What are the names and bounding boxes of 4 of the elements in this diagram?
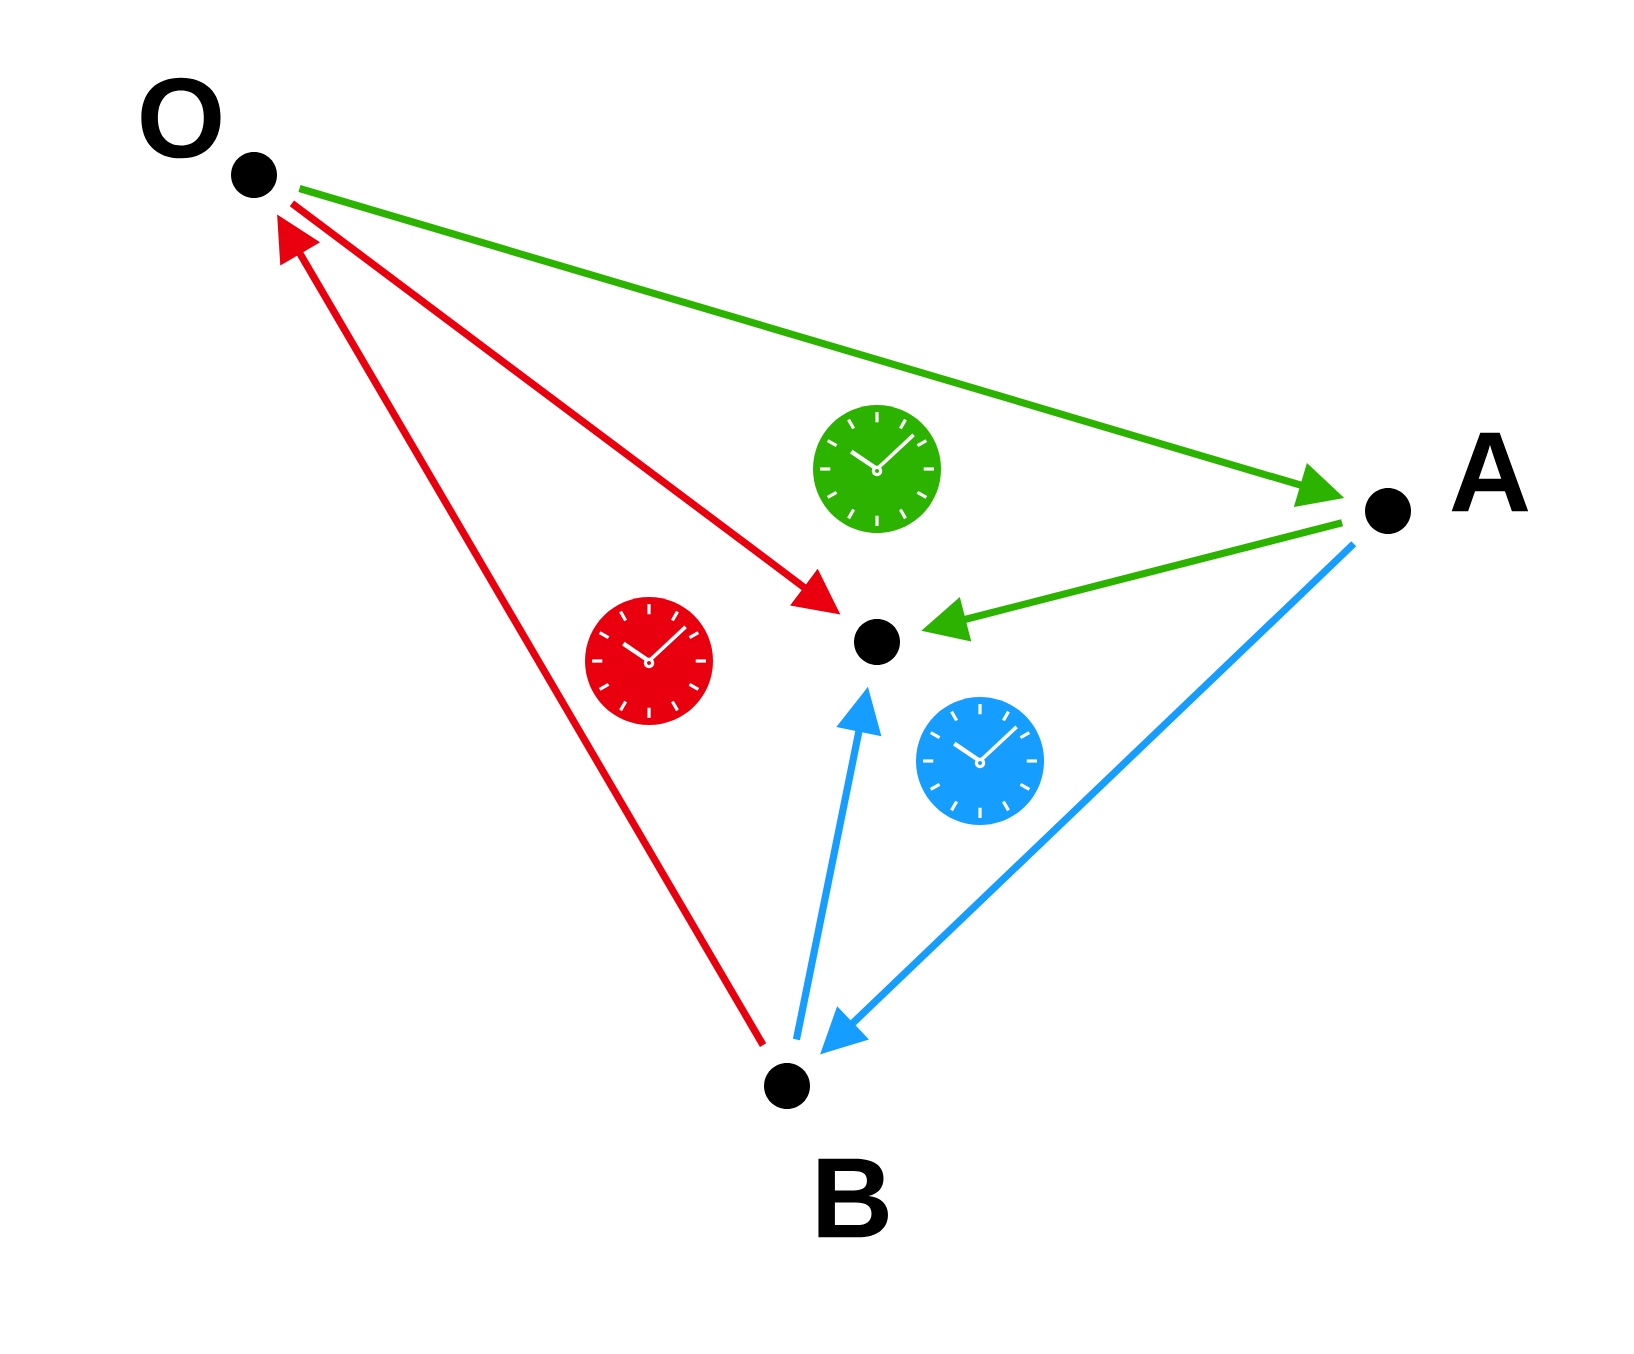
point-label: B	[818, 1158, 888, 1238]
point-dot	[854, 619, 900, 665]
point-label: A	[1451, 432, 1529, 512]
point-label: O	[141, 77, 221, 159]
